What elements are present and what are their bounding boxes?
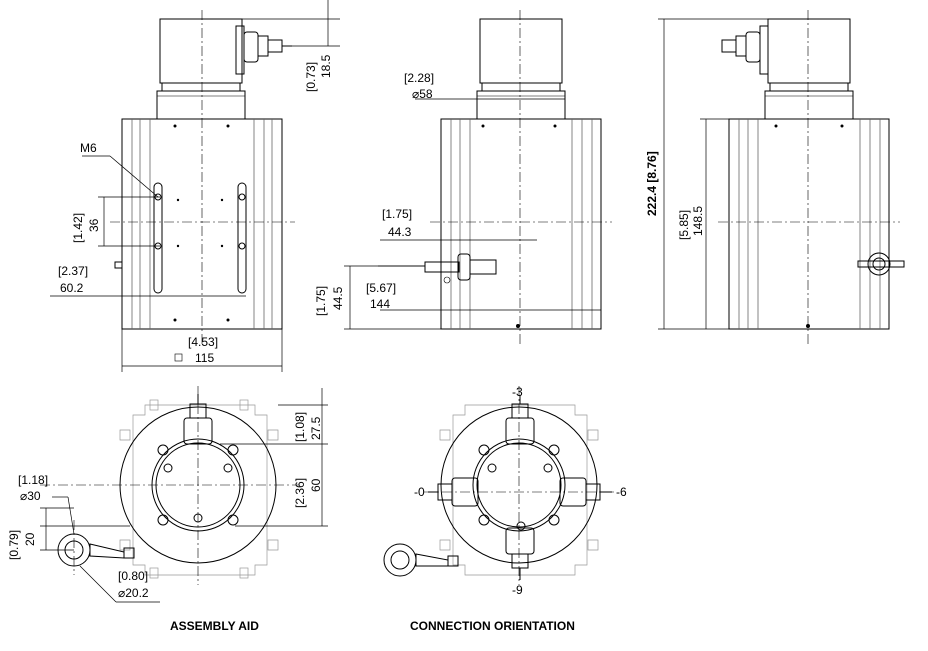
- plan-view-connection-orientation: [383, 386, 616, 585]
- label-body-height-in: [5.85]: [677, 210, 691, 240]
- label-body-height-mm: 148.5: [691, 206, 705, 236]
- label-connector-height-in: [1.75]: [314, 286, 328, 316]
- label-body-width-mm: 144: [370, 297, 390, 311]
- label-top-connector-mm: 18.5: [319, 54, 333, 78]
- front-view-left: [50, 0, 340, 372]
- label-hole-offset-mm: 60.2: [60, 281, 84, 295]
- label-thread: M6: [80, 141, 97, 155]
- label-plan-top-in: [1.08]: [293, 412, 307, 442]
- label-square-mm: 115: [195, 351, 214, 365]
- label-hole-spacing-mm: 36: [87, 218, 101, 232]
- label-orient-bottom: -9: [512, 583, 523, 597]
- label-neck-in: [2.28]: [404, 71, 434, 85]
- side-view-right: [658, 10, 905, 345]
- plan-view-assembly-aid: [40, 386, 328, 603]
- label-body-width-in: [5.67]: [366, 281, 396, 295]
- label-ring-dia-mm: ⌀30: [20, 489, 41, 503]
- label-orient-left: -0: [414, 485, 425, 499]
- label-square-in: [4.53]: [188, 335, 218, 349]
- caption-connection-orientation: CONNECTION ORIENTATION: [410, 619, 575, 633]
- label-hole-spacing-in: [1.42]: [71, 213, 85, 243]
- label-ring-off-in: [0.79]: [7, 530, 21, 560]
- motor-cap: [159, 18, 243, 84]
- label-plan-mid-in: [2.36]: [293, 478, 307, 508]
- label-pin-dia-mm: ⌀20.2: [118, 586, 149, 600]
- label-ring-dia-in: [1.18]: [18, 473, 48, 487]
- label-connector-depth-mm: 44.3: [388, 225, 412, 239]
- side-view-middle: [344, 10, 612, 345]
- label-total-height: 222.4 [8.76]: [645, 151, 659, 216]
- square-symbol: [174, 353, 183, 362]
- neck: [156, 90, 246, 120]
- label-orient-right: -6: [616, 485, 627, 499]
- label-orient-top: -3: [512, 385, 523, 399]
- label-plan-top-mm: 27.5: [309, 416, 323, 440]
- label-ring-off-mm: 20: [23, 532, 37, 546]
- label-top-connector-in: [0.73]: [304, 62, 318, 92]
- label-connector-height-mm: 44.5: [331, 286, 345, 310]
- label-plan-mid-mm: 60: [309, 478, 323, 492]
- label-hole-offset-in: [2.37]: [58, 264, 88, 278]
- label-connector-depth-in: [1.75]: [382, 207, 412, 221]
- caption-assembly-aid: ASSEMBLY AID: [170, 619, 259, 633]
- label-pin-dia-in: [0.80]: [118, 569, 148, 583]
- label-neck-mm: ⌀58: [412, 87, 433, 101]
